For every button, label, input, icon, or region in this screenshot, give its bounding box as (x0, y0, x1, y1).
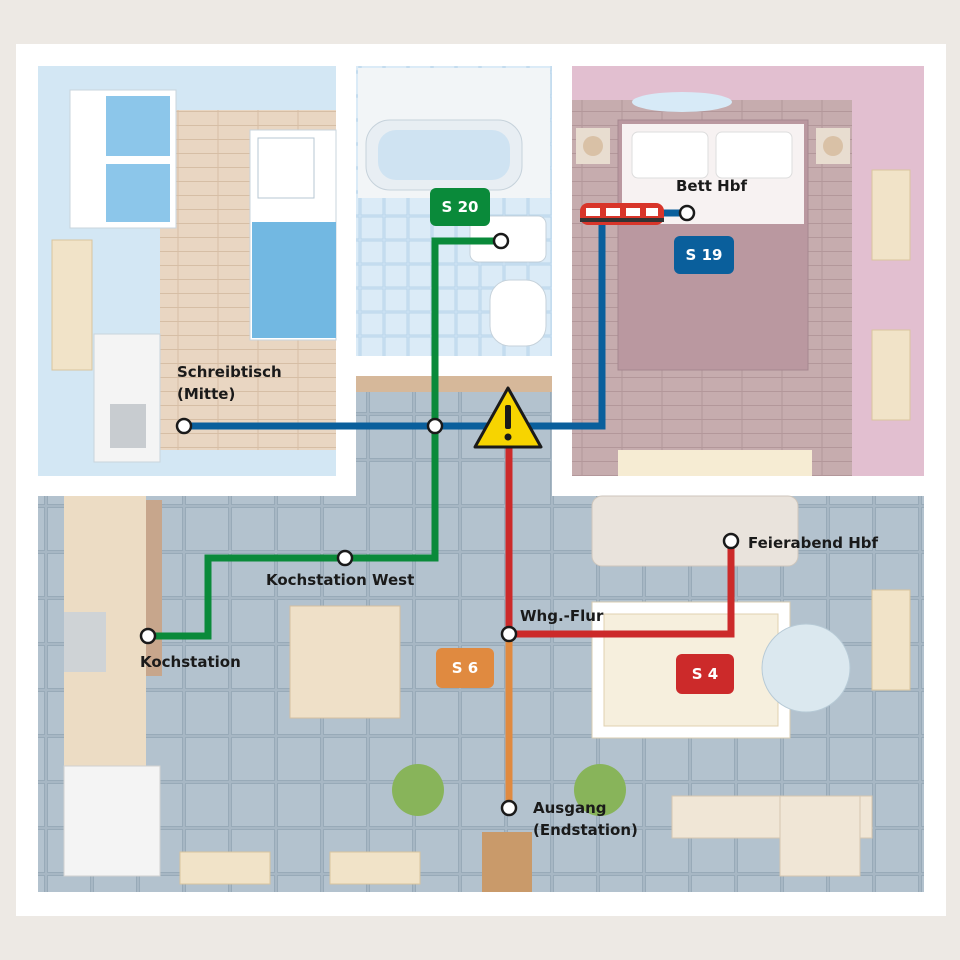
bedroom-left (38, 66, 336, 476)
label-whg-flur: Whg.-Flur (520, 606, 603, 627)
bedroom-right (572, 66, 924, 476)
station-feierabend-hbf[interactable] (724, 534, 738, 548)
station-schreibtisch[interactable] (177, 419, 191, 433)
living-kitchen (38, 496, 924, 892)
station-kochstation-west[interactable] (338, 551, 352, 565)
badge-s6: S 6 (436, 648, 494, 688)
station-whg-flur[interactable] (502, 627, 516, 641)
badge-s4: S 4 (676, 654, 734, 694)
badge-s19: S 19 (674, 236, 734, 274)
station-junction[interactable] (428, 419, 442, 433)
train-icon (580, 203, 664, 225)
station-ausgang[interactable] (502, 801, 516, 815)
badge-s20: S 20 (430, 188, 490, 226)
label-bett-hbf: Bett Hbf (676, 176, 747, 197)
station-kochstation[interactable] (141, 629, 155, 643)
label-kochstation-west: Kochstation West (266, 570, 414, 591)
label-ausgang: Ausgang (533, 798, 607, 819)
station-bathroom[interactable] (494, 234, 508, 248)
label-ausgang-endstation: (Endstation) (533, 820, 638, 841)
label-schreibtisch-mitte: (Mitte) (177, 384, 235, 405)
label-feierabend-hbf: Feierabend Hbf (748, 533, 878, 554)
label-kochstation: Kochstation (140, 652, 241, 673)
station-bett-hbf[interactable] (680, 206, 694, 220)
label-schreibtisch: Schreibtisch (177, 362, 282, 383)
